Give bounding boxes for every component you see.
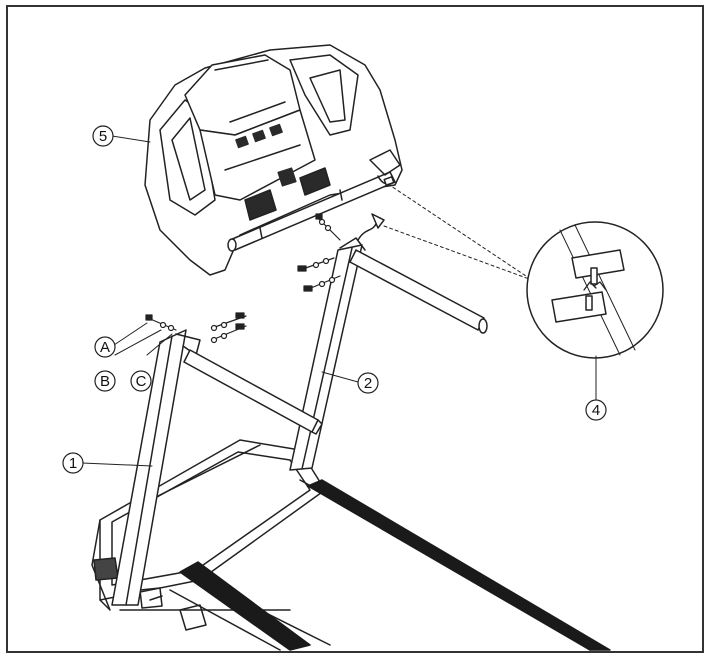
lower-crossbar [183,349,323,435]
callout-2: 2 [357,372,379,394]
callout-5-label: 5 [99,128,107,145]
callout-2-label: 2 [364,375,372,392]
upright-right [289,237,366,471]
callout-c-label: C [136,373,147,390]
callout-b: B [94,370,116,392]
upright-cable [357,213,385,241]
connector-detail [383,183,664,359]
treadmill-base [91,439,601,651]
hardware-left [145,312,247,344]
upper-handle-bar [349,249,488,334]
callout-a-label: A [100,339,110,356]
console [144,44,403,276]
callout-1-label: 1 [69,455,77,472]
callout-c: C [130,370,152,392]
callout-1: 1 [62,452,84,474]
running-belt-left [179,561,311,651]
callout-5: 5 [92,125,114,147]
callout-4: 4 [585,399,607,421]
callout-4-label: 4 [592,402,600,419]
callout-b-label: B [100,373,110,390]
callout-a: A [94,336,116,358]
running-belt-right [307,479,611,651]
leader-lines [81,135,597,467]
hardware-right [297,213,341,292]
